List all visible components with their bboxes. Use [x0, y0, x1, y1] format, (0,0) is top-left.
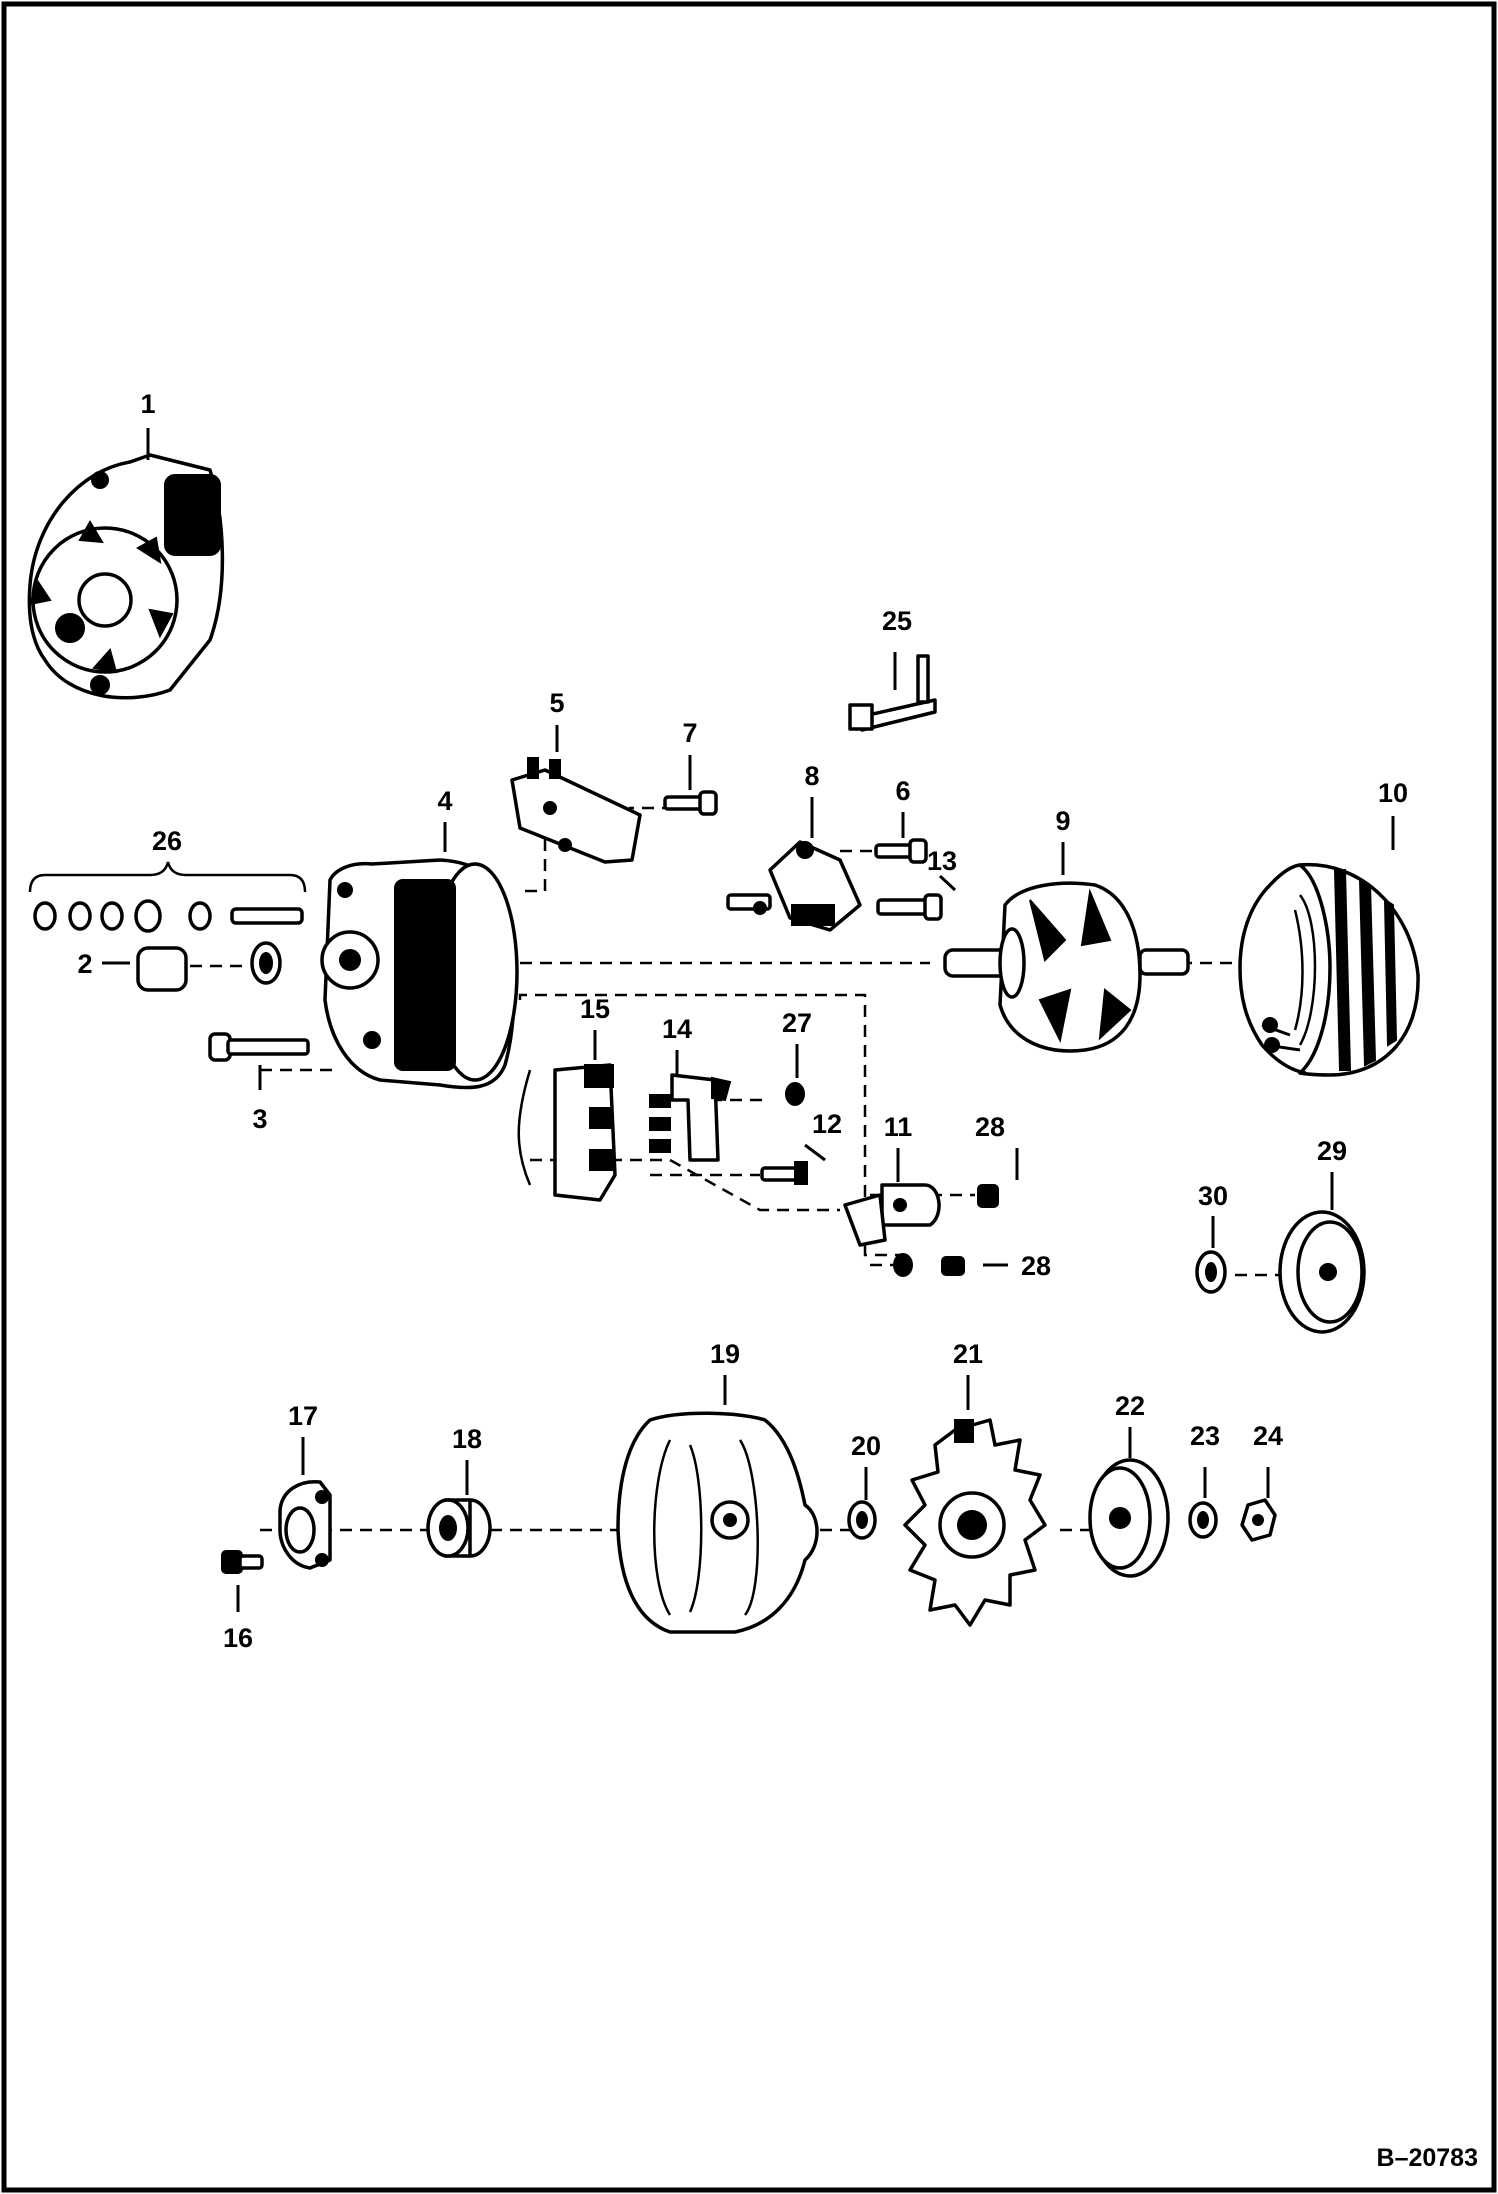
stator — [1238, 862, 1420, 1077]
callout-17: 17 — [288, 1401, 318, 1431]
capacitor — [843, 1183, 941, 1247]
capacitor-screw-upper — [977, 1184, 999, 1208]
callout-labels: 1 2 3 4 5 6 7 8 9 10 11 12 13 14 15 16 1… — [77, 389, 1408, 1653]
callout-29: 29 — [1317, 1136, 1347, 1166]
pulley-washer — [1195, 1250, 1227, 1294]
diode-trio-screw — [760, 1161, 808, 1185]
callout-7: 7 — [682, 718, 697, 748]
cooling-fan — [903, 1418, 1047, 1627]
callout-12: 12 — [812, 1109, 842, 1139]
spacer — [847, 1500, 877, 1540]
rotor — [943, 881, 1190, 1053]
front-bearing — [426, 1498, 492, 1558]
callout-25: 25 — [882, 606, 912, 636]
callout-16: 16 — [223, 1623, 253, 1653]
slip-ring-end-frame — [320, 858, 519, 1090]
pulley-nut — [1240, 1498, 1277, 1542]
callout-15: 15 — [580, 994, 610, 1024]
fan-pulley — [1088, 1458, 1170, 1578]
lock-washer — [1188, 1501, 1218, 1539]
retainer-screw — [221, 1550, 264, 1574]
callout-11: 11 — [884, 1112, 913, 1142]
bushing — [136, 946, 188, 992]
seal-ring — [250, 941, 282, 985]
callout-13: 13 — [927, 846, 957, 876]
diode-trio — [649, 1073, 732, 1162]
callout-23: 23 — [1190, 1421, 1220, 1451]
terminal-hardware-set — [28, 861, 307, 933]
callout-2: 2 — [77, 949, 92, 979]
callout-27: 27 — [782, 1008, 812, 1038]
callout-6: 6 — [895, 776, 910, 806]
callout-21: 21 — [953, 1339, 983, 1369]
callout-1: 1 — [140, 389, 155, 419]
callout-24: 24 — [1253, 1421, 1283, 1451]
callout-22: 22 — [1115, 1391, 1145, 1421]
brush-holder-screw — [874, 838, 928, 864]
bearing-retainer-plate — [278, 1480, 332, 1570]
callout-4: 4 — [437, 786, 452, 816]
callout-5: 5 — [549, 688, 564, 718]
callout-10: 10 — [1378, 778, 1408, 808]
callout-18: 18 — [452, 1424, 482, 1454]
brush-holder — [726, 840, 862, 932]
ground-strap — [848, 654, 937, 732]
drive-end-frame — [616, 1411, 819, 1634]
through-bolt — [208, 1032, 310, 1062]
callout-28-upper: 28 — [975, 1112, 1005, 1142]
reference-code: B–20783 — [1377, 2144, 1478, 2172]
callout-3: 3 — [252, 1104, 267, 1134]
callout-30: 30 — [1198, 1181, 1228, 1211]
callout-28-lower: 28 — [1021, 1251, 1051, 1281]
drive-pulley — [1278, 1210, 1366, 1334]
terminal-nut — [785, 1082, 805, 1106]
callout-14: 14 — [662, 1014, 692, 1044]
callout-19: 19 — [710, 1339, 740, 1369]
alternator-assembly — [27, 453, 225, 700]
capacitor-screw-lower — [893, 1253, 965, 1277]
rectifier — [517, 1063, 617, 1202]
callout-8: 8 — [804, 761, 819, 791]
callout-26: 26 — [152, 826, 182, 856]
leader-lines — [102, 428, 1395, 1612]
callout-20: 20 — [851, 1431, 881, 1461]
callout-9: 9 — [1055, 806, 1070, 836]
bracket-screw — [663, 790, 718, 816]
regulator-bracket — [510, 757, 642, 864]
mounting-screw — [876, 893, 943, 921]
